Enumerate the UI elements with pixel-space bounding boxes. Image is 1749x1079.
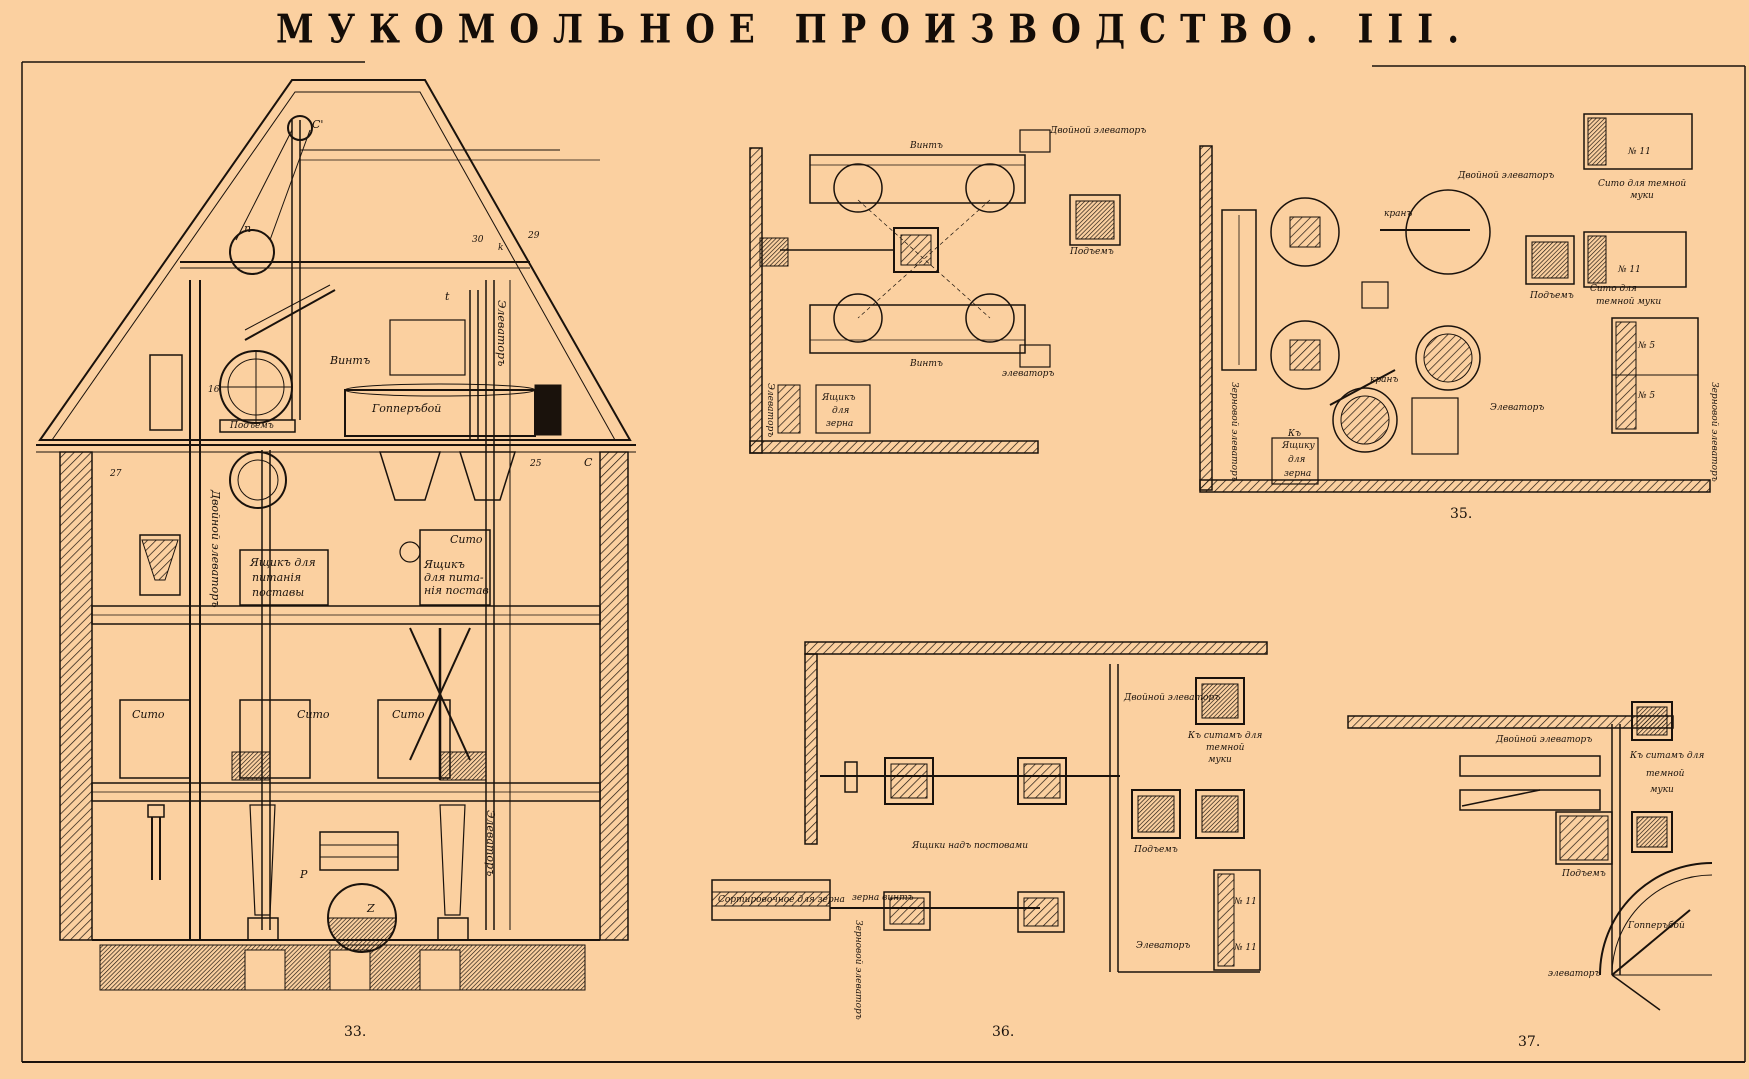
label-podyem: Подъемъ — [1561, 869, 1606, 879]
figure-37-labels: Двойной элеваторъ Къ ситамъ для темной м… — [1495, 735, 1704, 1050]
label-n5-a: № 5 — [1637, 341, 1655, 351]
label-n11-a: № 11 — [1233, 897, 1257, 907]
label-elevator: Элеваторъ — [1490, 403, 1544, 413]
label-double-elevator: Двойной элеваторъ — [1495, 735, 1592, 745]
label-sito-top: Сито — [450, 533, 483, 546]
label-vint: Винтъ — [329, 354, 370, 367]
label-box-feed-1: Ящикъ для — [249, 556, 316, 569]
label-to-sieves-1: Къ ситамъ для — [1629, 751, 1704, 761]
figure-35-plan — [1199, 113, 1711, 493]
label-sorting-sieve: Сортировочное для зерна — [718, 895, 845, 905]
label-podyem: Подъемъ — [1133, 845, 1178, 855]
label-double-elevator: Двойной элеваторъ — [1123, 693, 1220, 703]
label-box-3: зерна — [826, 419, 853, 429]
label-elevator: Элеваторъ — [1136, 941, 1190, 951]
label-gopperboy: Гопперъбой — [1627, 920, 1685, 931]
label-gopperboy: Гопперъбой — [371, 402, 441, 415]
label-t: t — [445, 290, 450, 303]
label-box-1: Ящикъ — [821, 393, 855, 403]
label-elevator-attic: Элеваторъ — [495, 300, 508, 366]
label-elevator-lower: Элеваторъ — [484, 810, 497, 876]
label-p: P — [299, 868, 308, 881]
label-box-4: зерна — [1284, 469, 1311, 479]
figure-35-number: 35. — [1450, 506, 1472, 522]
label-sito-2: Сито — [297, 708, 330, 721]
label-sito-dark-b2: темной муки — [1596, 297, 1661, 307]
label-n11-top: № 11 — [1627, 147, 1651, 157]
label-n5-b: № 5 — [1637, 391, 1655, 401]
label-to-sieves-3: муки — [1208, 755, 1232, 765]
label-sito-dark-b1: Сито для — [1590, 284, 1637, 294]
figure-36b-labels: Двойной элеваторъ Къ ситамъ для темной м… — [718, 693, 1262, 1040]
label-sito-3: Сито — [392, 708, 425, 721]
label-box-1: Къ — [1287, 429, 1301, 439]
label-grain-elevator: Зерновой элеваторъ — [853, 920, 863, 1020]
label-podyem: Подъемъ — [229, 421, 274, 431]
label-double-elevator: Двойной элеваторъ — [1049, 126, 1146, 136]
label-box-feed-b3: нія постав — [424, 584, 489, 597]
label-27: 27 — [109, 469, 122, 479]
label-to-sieves-1: Къ ситамъ для — [1187, 731, 1262, 741]
label-n11-mid: № 11 — [1617, 265, 1641, 275]
label-vint-bottom: Винтъ — [909, 359, 943, 369]
label-25: 25 — [529, 459, 542, 469]
figure-36-labels: Винтъ Двойной элеваторъ Подъемъ Винтъ эл… — [765, 126, 1146, 437]
label-30: 30 — [472, 235, 484, 245]
label-elevator: элеваторъ — [1548, 969, 1600, 979]
label-sito-dark-2: муки — [1630, 191, 1654, 201]
figure-33-number: 33. — [344, 1024, 366, 1040]
label-elevator-left: Элеваторъ — [765, 383, 775, 437]
label-c: C — [584, 456, 593, 469]
label-boxes-over-stones: Ящики надъ постовами — [911, 841, 1028, 851]
frame-lines — [21, 61, 1746, 1063]
label-elevator: элеваторъ — [1002, 369, 1054, 379]
label-kran-bottom: кранъ — [1370, 375, 1398, 385]
label-to-sieves-2: темной — [1206, 743, 1245, 753]
figure-36-plan — [749, 129, 1121, 454]
label-sito-1: Сито — [132, 708, 165, 721]
label-grain-elevator-left: Зерновой элеваторъ — [1229, 382, 1239, 482]
label-box-feed-b1: Ящикъ — [423, 558, 465, 571]
label-podyem: Подъемъ — [1069, 247, 1114, 257]
figure-35-labels: № 11 Двойной элеваторъ Сито для темной м… — [1229, 147, 1719, 522]
label-to-sieves-3: муки — [1650, 785, 1674, 795]
label-c-prime: C' — [312, 118, 323, 131]
label-double-elevator: Двойной элеваторъ — [1457, 171, 1554, 181]
label-double-elevator: Двойной элеваторъ — [209, 489, 222, 608]
label-to-sieves-2: темной — [1646, 769, 1685, 779]
label-grain-screw: зерна винтъ — [852, 893, 914, 903]
label-k: k — [498, 243, 503, 253]
label-n11-b: № 11 — [1233, 943, 1257, 953]
figure-36b-number: 36. — [992, 1024, 1014, 1040]
label-box-feed-b2: для пита- — [424, 571, 484, 584]
label-vint-top: Винтъ — [909, 141, 943, 151]
label-grain-elevator-right: Зерновой элеваторъ — [1709, 382, 1719, 482]
label-podyem: Подъемъ — [1529, 291, 1574, 301]
label-z: Z — [366, 902, 375, 915]
label-sito-dark-1: Сито для темной — [1598, 179, 1686, 189]
label-n: n — [244, 222, 251, 235]
label-kran-top: кранъ — [1384, 209, 1412, 219]
figure-33-mill-section — [36, 79, 636, 991]
label-29: 29 — [527, 231, 540, 241]
figure-36b-plan — [711, 641, 1268, 973]
label-box-feed-2: питанія — [252, 571, 301, 584]
figure-33-labels: C' n 30 k 29 t Винтъ Элеваторъ 16 Подъем… — [109, 118, 593, 1040]
figure-37-number: 37. — [1518, 1034, 1540, 1050]
label-box-3: для — [1288, 455, 1305, 465]
label-box-2: для — [832, 406, 849, 416]
label-box-feed-3: поставы — [252, 586, 304, 599]
page-title: МУКОМОЛЬНОЕ ПРОИЗВОДСТВО. III. — [275, 7, 1474, 53]
label-16: 16 — [208, 385, 220, 395]
figure-37-section — [1347, 701, 1713, 1011]
label-box-2: Ящику — [1281, 441, 1315, 451]
